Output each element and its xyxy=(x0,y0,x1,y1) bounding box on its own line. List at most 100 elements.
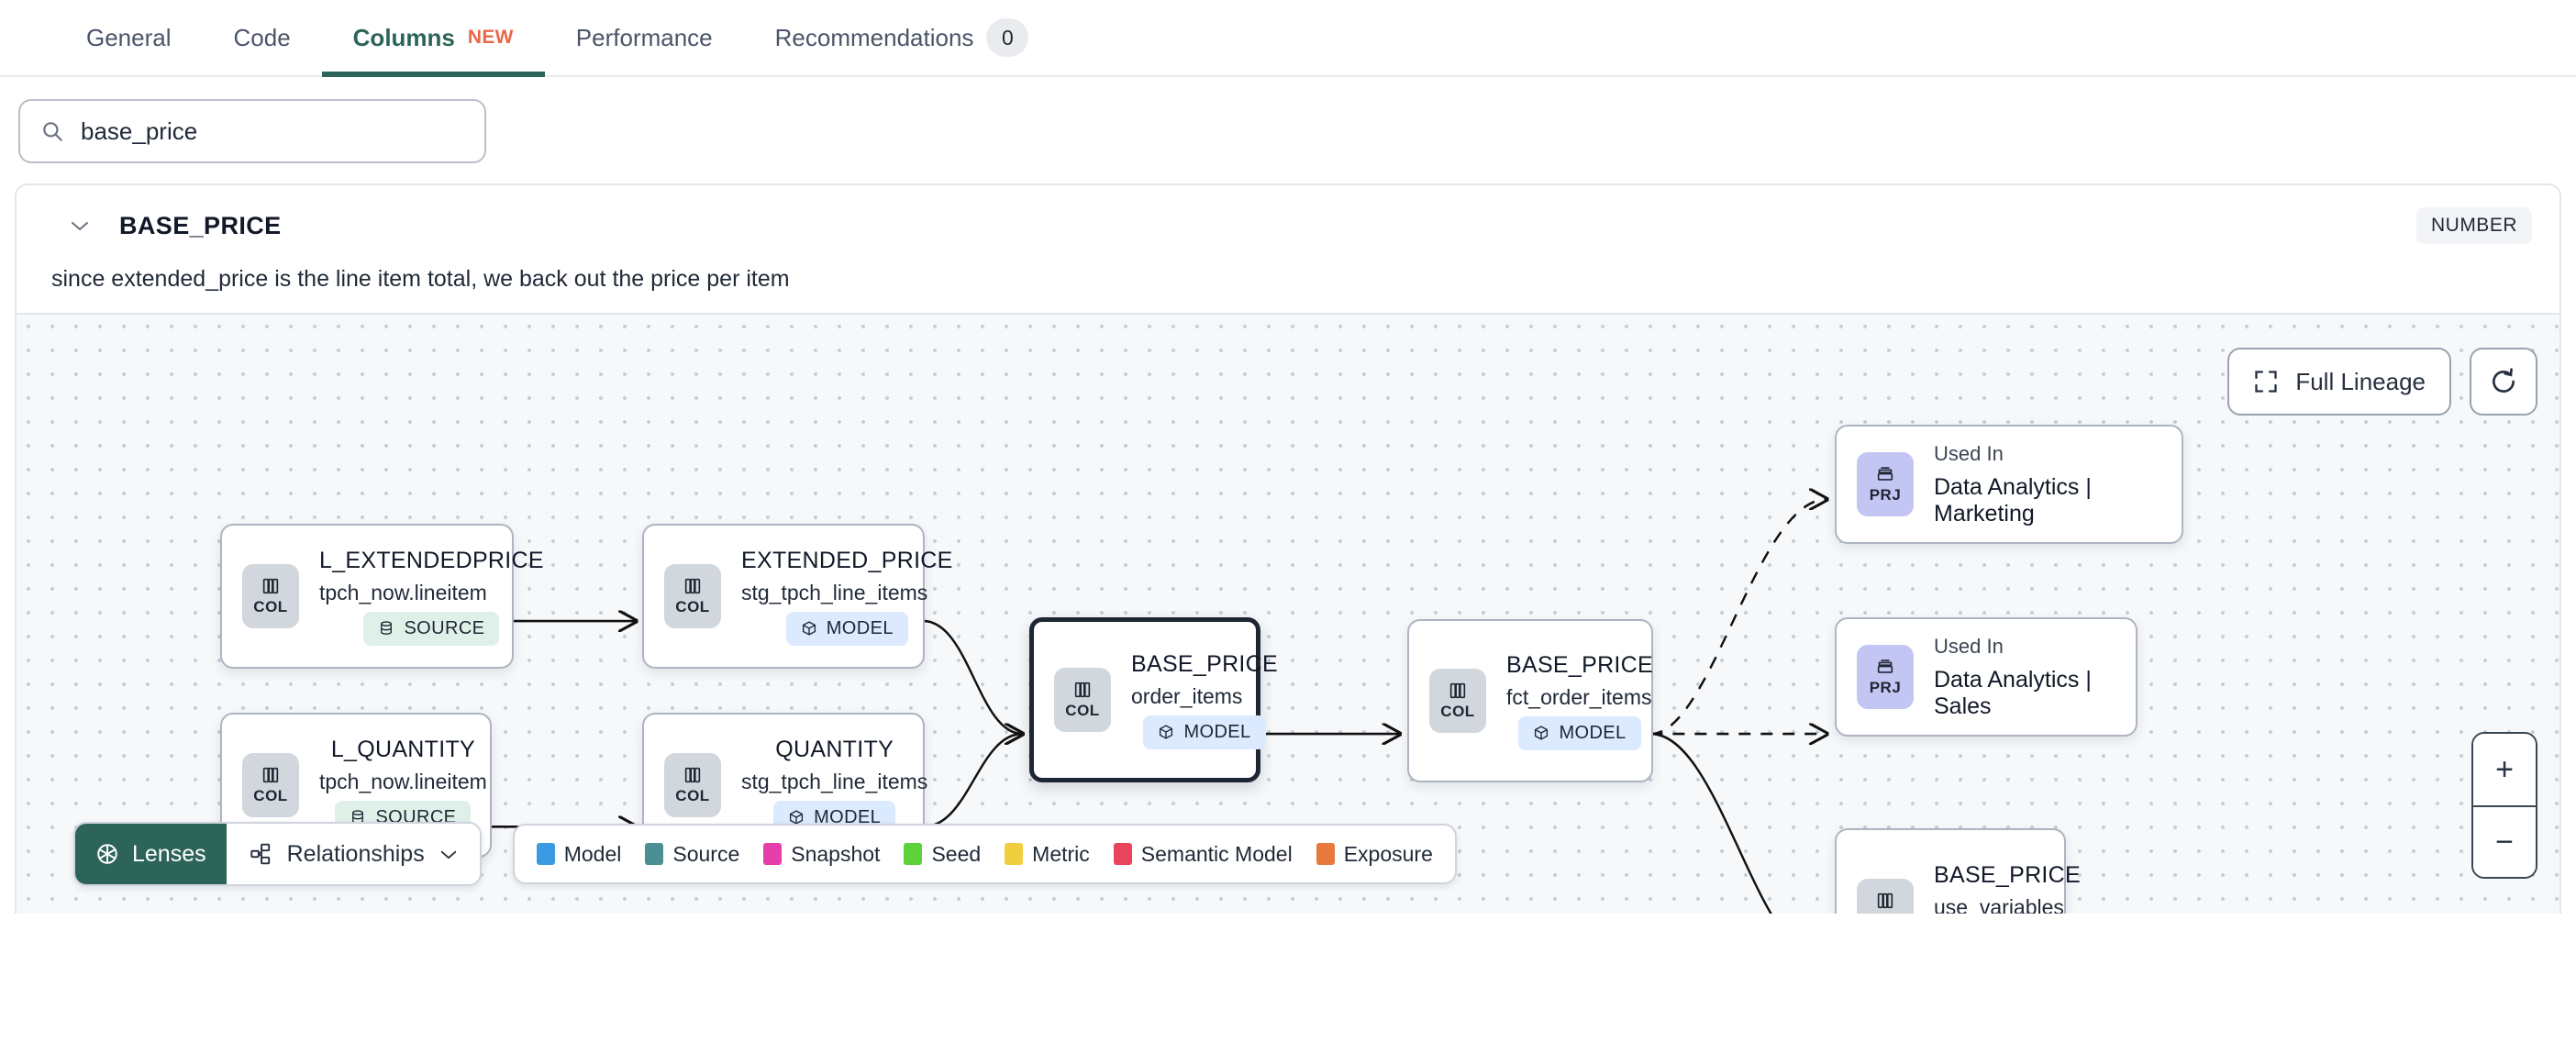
column-card: BASE_PRICE NUMBER since extended_price i… xyxy=(15,183,2561,914)
node-type-pill: MODEL xyxy=(785,611,908,646)
tab-general[interactable]: General xyxy=(55,0,203,75)
legend-swatch xyxy=(1005,843,1024,865)
node-subtitle: use_variables xyxy=(1934,894,2064,914)
column-icon xyxy=(1448,681,1468,701)
relationships-dropdown[interactable]: Relationships xyxy=(226,824,480,884)
prj-badge: PRJ xyxy=(1857,452,1914,516)
legend-item-seed: Seed xyxy=(904,842,981,867)
legend-item-semantic-model: Semantic Model xyxy=(1113,841,1293,867)
legend-label: Snapshot xyxy=(791,841,881,866)
tab-code[interactable]: Code xyxy=(203,0,322,75)
col-badge-label: COL xyxy=(1868,913,1902,914)
legend-swatch xyxy=(904,843,923,865)
legend-item-snapshot: Snapshot xyxy=(763,842,880,867)
relationships-icon xyxy=(249,842,272,866)
col-badge: COL xyxy=(1429,669,1486,733)
node-type-pill-label: SOURCE xyxy=(404,617,485,638)
node-title: EXTENDED_PRICE xyxy=(741,547,953,573)
full-lineage-button[interactable]: Full Lineage xyxy=(2227,348,2451,416)
col-badge: COL xyxy=(242,564,299,628)
column-icon xyxy=(261,765,281,785)
tab-new-badge: NEW xyxy=(467,27,514,48)
lineage-node-project-marketing[interactable]: PRJ Used In Data Analytics | Marketing xyxy=(1835,425,2183,544)
prj-badge-label: PRJ xyxy=(1869,679,1902,696)
project-icon xyxy=(1875,657,1895,677)
legend-item-source: Source xyxy=(645,842,739,867)
tab-label: Recommendations xyxy=(774,23,974,51)
chevron-down-icon[interactable] xyxy=(64,210,95,241)
zoom-out-button[interactable]: − xyxy=(2473,805,2536,877)
database-icon xyxy=(378,620,394,637)
lenses-button[interactable]: Lenses xyxy=(75,824,227,884)
legend-label: Metric xyxy=(1032,841,1090,866)
node-project-name: Data Analytics | Sales xyxy=(1934,666,2092,719)
node-project-name: Data Analytics | Marketing xyxy=(1934,473,2092,526)
tab-label: Code xyxy=(233,23,291,51)
column-description: since extended_price is the line item to… xyxy=(51,266,790,292)
node-title: L_QUANTITY xyxy=(330,736,476,762)
lineage-node-base-price-order-items[interactable]: COL BASE_PRICE order_items MODEL xyxy=(1029,617,1278,782)
node-type-pill-label: MODEL xyxy=(1559,722,1627,743)
legend-swatch xyxy=(645,843,664,865)
expand-icon xyxy=(2253,369,2279,394)
node-type-pill: MODEL xyxy=(1143,715,1266,749)
legend-label: Source xyxy=(672,841,740,866)
tab-columns[interactable]: Columns NEW xyxy=(321,0,545,77)
node-subtitle: stg_tpch_line_items xyxy=(741,580,928,604)
aperture-icon xyxy=(95,842,119,866)
col-badge: COL xyxy=(1857,879,1914,914)
column-icon xyxy=(683,765,703,785)
legend-label: Model xyxy=(563,841,622,866)
col-badge-label: COL xyxy=(675,598,710,615)
legend-item-model: Model xyxy=(536,841,622,867)
search-icon xyxy=(40,119,64,143)
col-badge-label: COL xyxy=(1440,703,1475,720)
search-box[interactable] xyxy=(18,99,486,163)
legend-swatch xyxy=(1113,843,1132,865)
node-title: L_EXTENDEDPRICE xyxy=(319,547,544,573)
tab-recommendations[interactable]: Recommendations 0 xyxy=(744,0,1060,75)
column-icon xyxy=(1072,680,1093,700)
node-type-pill-label: MODEL xyxy=(826,617,894,638)
refresh-icon xyxy=(2489,367,2518,396)
col-badge-label: COL xyxy=(253,787,288,804)
legend-swatch xyxy=(1316,843,1335,865)
node-title: QUANTITY xyxy=(775,736,894,762)
lineage-node-project-sales[interactable]: PRJ Used In Data Analytics | Sales xyxy=(1835,617,2137,737)
refresh-button[interactable] xyxy=(2470,348,2537,416)
column-icon xyxy=(683,576,703,596)
project-icon xyxy=(1875,464,1895,484)
node-subtitle: tpch_now.lineitem xyxy=(319,580,487,604)
legend-label: Seed xyxy=(931,841,982,866)
lenses-relationships-group: Lenses Relationships xyxy=(73,822,482,886)
col-badge-label: COL xyxy=(675,787,710,804)
legend-item-metric: Metric xyxy=(1005,842,1090,867)
node-subtitle: order_items xyxy=(1131,683,1243,708)
lineage-node-base-price-fct-order-items[interactable]: COL BASE_PRICE fct_order_items MODEL xyxy=(1407,619,1653,782)
lineage-toolbar: Lenses Relationships xyxy=(73,822,1457,886)
column-type-badge: NUMBER xyxy=(2415,207,2532,244)
lenses-label: Lenses xyxy=(132,840,206,867)
tab-label: Performance xyxy=(575,23,713,51)
tab-performance[interactable]: Performance xyxy=(545,0,744,75)
recommendations-count-badge: 0 xyxy=(986,18,1029,57)
lineage-node-extended-price[interactable]: COL EXTENDED_PRICE stg_tpch_line_items M… xyxy=(642,524,952,669)
node-type-pill-label: MODEL xyxy=(814,806,882,827)
lineage-node-l-extendedprice[interactable]: COL L_EXTENDEDPRICE tpch_now.lineitem SO… xyxy=(220,524,544,669)
col-badge: COL xyxy=(242,753,299,817)
zoom-in-button[interactable]: + xyxy=(2473,734,2536,805)
node-type-pill: SOURCE xyxy=(363,611,500,646)
node-used-in-label: Used In xyxy=(1934,634,2004,658)
lineage-canvas[interactable]: COL L_EXTENDEDPRICE tpch_now.lineitem SO… xyxy=(17,313,2559,914)
tab-label: Columns xyxy=(352,23,455,51)
legend-label: Semantic Model xyxy=(1140,841,1293,866)
col-badge-label: COL xyxy=(1065,702,1100,719)
legend-swatch xyxy=(763,843,783,865)
node-title: BASE_PRICE xyxy=(1934,861,2082,888)
cube-icon xyxy=(1158,724,1174,740)
lineage-legend: Model Source Snapshot Seed Metric xyxy=(512,824,1457,884)
search-input[interactable] xyxy=(81,116,464,146)
lineage-node-base-price-use-variables[interactable]: COL BASE_PRICE use_variables MODEL xyxy=(1835,828,2081,914)
full-lineage-label: Full Lineage xyxy=(2295,367,2426,395)
node-used-in-label: Used In xyxy=(1934,441,2004,465)
